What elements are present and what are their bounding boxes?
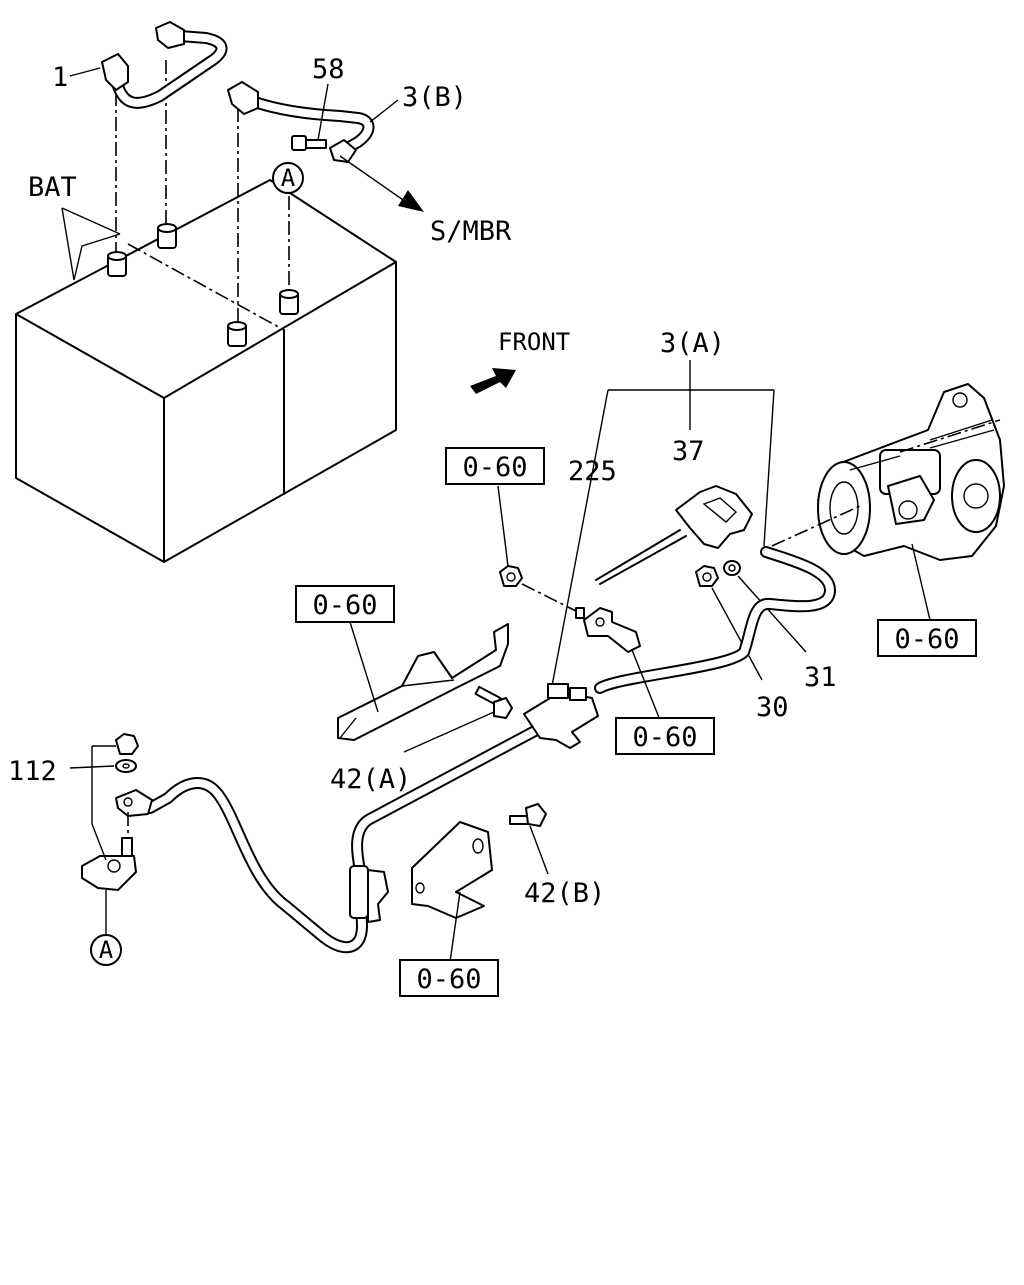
circle-a-top-marker: A	[272, 162, 304, 194]
washer-112	[115, 759, 137, 773]
bolt-58	[291, 135, 327, 151]
battery-post-1	[107, 251, 127, 277]
part-37-label: 37	[672, 436, 705, 467]
bolt-42a	[474, 685, 513, 719]
part-1-label: 1	[52, 62, 68, 93]
bracket-b	[411, 821, 493, 919]
nut-30	[695, 565, 719, 587]
battery-post-2	[157, 223, 177, 249]
ref-060-bracket-a-text: 0-60	[312, 590, 377, 621]
part-112-label: 112	[8, 756, 57, 787]
circle-a-bottom-marker: A	[90, 934, 122, 966]
part-3b-label: 3(B)	[402, 82, 467, 113]
nut-top	[499, 565, 523, 587]
bracket-a	[337, 623, 509, 741]
battery-post-3	[227, 321, 247, 347]
ref-060-starter-text: 0-60	[894, 624, 959, 655]
terminal-block	[81, 837, 137, 891]
bat-leader	[61, 207, 121, 281]
starter-motor	[817, 383, 1005, 561]
s-mbr-arrow-icon	[398, 190, 424, 212]
terminal-cover-37	[595, 485, 753, 585]
s-mbr-label: S/MBR	[430, 216, 512, 247]
circle-a-top-text: A	[281, 164, 296, 192]
ref-060-bracket-b-box[interactable]: 0-60	[399, 959, 499, 997]
front-arrow-icon	[470, 368, 516, 394]
ref-060-bracket-b-text: 0-60	[416, 964, 481, 995]
ref-060-clip-box[interactable]: 0-60	[615, 717, 715, 755]
bolt-42b	[509, 803, 547, 827]
battery-link-cable	[101, 21, 228, 109]
battery-box	[15, 179, 397, 563]
bat-label: BAT	[28, 172, 77, 203]
part-42b-label: 42(B)	[524, 878, 605, 909]
front-label: FRONT	[498, 328, 570, 356]
ref-060-starter-box[interactable]: 0-60	[877, 619, 977, 657]
part-225-label: 225	[568, 456, 617, 487]
part-42a-label: 42(A)	[330, 764, 411, 795]
cable-3b	[227, 81, 375, 163]
ref-060-nut-box[interactable]: 0-60	[445, 447, 545, 485]
nut-112	[115, 733, 139, 755]
main-battery-cable	[115, 546, 836, 954]
ref-060-nut-text: 0-60	[462, 452, 527, 483]
part-31-label: 31	[804, 662, 837, 693]
cable-clip	[575, 607, 641, 653]
ref-060-bracket-a-box[interactable]: 0-60	[295, 585, 395, 623]
part-3a-label: 3(A)	[660, 328, 725, 359]
part-58-label: 58	[312, 54, 345, 85]
part-30-label: 30	[756, 692, 789, 723]
washer-31	[723, 560, 741, 576]
cable-sleeve	[349, 865, 389, 923]
ref-060-clip-text: 0-60	[632, 722, 697, 753]
cable-clamp-225	[523, 683, 599, 749]
battery-post-4	[279, 289, 299, 315]
circle-a-bottom-text: A	[99, 936, 114, 964]
